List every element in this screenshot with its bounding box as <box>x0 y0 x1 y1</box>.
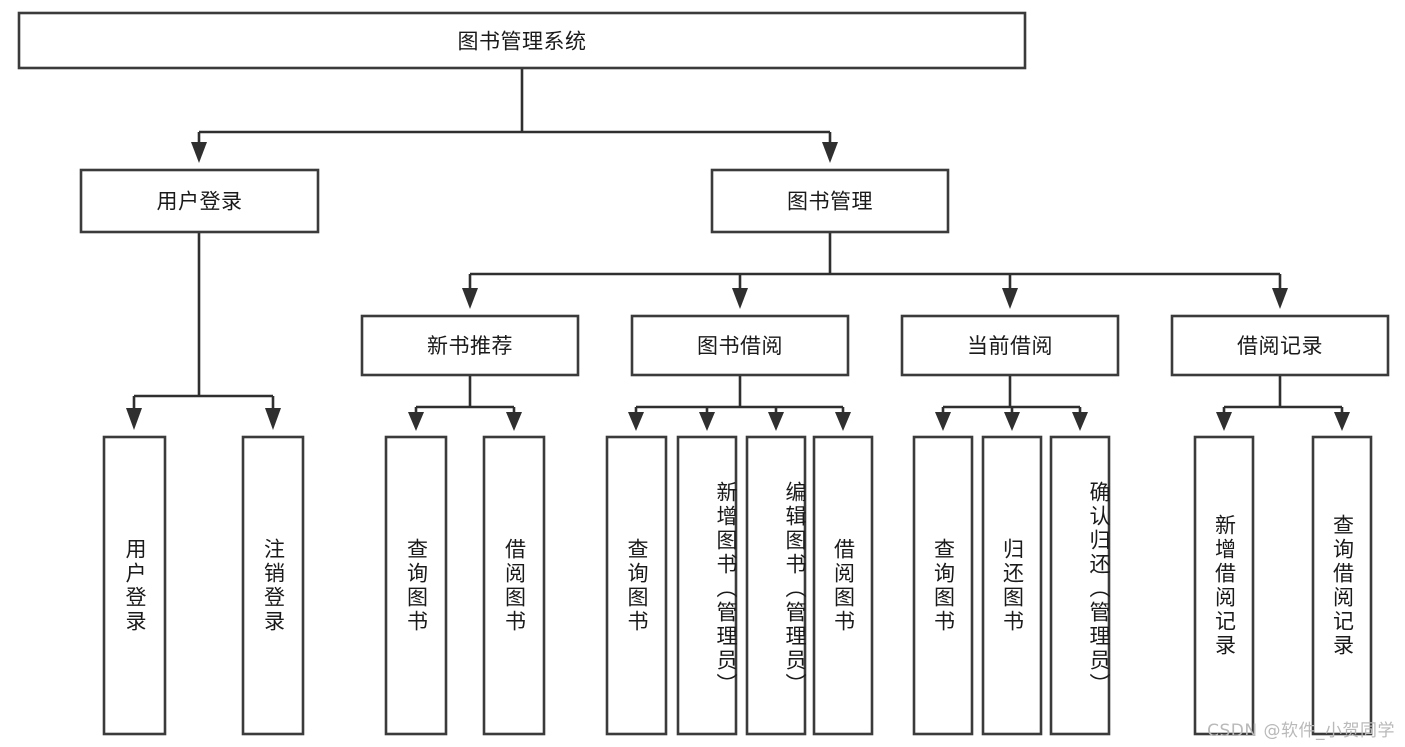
node-borrow-record-label: 借阅记录 <box>1237 334 1323 358</box>
arrowhead-leaf-query-book-rec <box>408 412 424 431</box>
node-user-login[interactable]: 用户登录 <box>79 168 320 234</box>
connector-group-borrow-record <box>1216 375 1350 431</box>
node-book-manage-label: 图书管理 <box>787 190 873 214</box>
node-current-borrow-box[interactable] <box>900 314 1120 377</box>
arrowhead-leaf-borrow-book-rec <box>506 412 522 431</box>
arrowhead-current-borrow <box>1002 288 1018 309</box>
leaf-box-query-record[interactable] <box>1311 435 1373 736</box>
connector-group-new-book-rec <box>408 375 522 431</box>
arrowhead-user-login <box>191 142 207 163</box>
node-new-book-rec-label: 新书推荐 <box>427 334 513 358</box>
node-book-borrow-box[interactable] <box>630 314 850 377</box>
leaf-box-user-login[interactable] <box>102 435 167 736</box>
arrowhead-leaf-borrow-book-2 <box>835 412 851 431</box>
node-book-borrow[interactable]: 图书借阅 <box>630 314 850 377</box>
arrowhead-leaf-confirm-return <box>1072 412 1088 431</box>
arrowhead-leaf-edit-book <box>768 412 784 431</box>
arrowhead-book-manage <box>822 142 838 163</box>
leaf-box-borrow-book-2[interactable] <box>812 435 874 736</box>
node-user-login-label: 用户登录 <box>157 190 243 214</box>
arrowhead-leaf-add-record <box>1216 412 1232 431</box>
leaf-box-edit-book[interactable] <box>745 435 807 736</box>
node-user-login-box[interactable] <box>79 168 320 234</box>
arrowhead-leaf-return-book <box>1004 412 1020 431</box>
connector-group-book-borrow <box>628 375 851 431</box>
arrowhead-leaf-user-login <box>126 408 142 430</box>
leaf-box-add-book[interactable] <box>676 435 738 736</box>
connector-group-current-borrow <box>935 375 1088 431</box>
node-book-borrow-label: 图书借阅 <box>697 334 783 358</box>
leaf-box-logout[interactable] <box>241 435 305 736</box>
node-book-manage-box[interactable] <box>710 168 950 234</box>
arrowhead-leaf-query-book-2 <box>628 412 644 431</box>
node-root-box[interactable] <box>17 11 1027 70</box>
leaf-box-return-book[interactable] <box>981 435 1043 736</box>
arrowhead-borrow-record <box>1272 288 1288 309</box>
node-current-borrow[interactable]: 当前借阅 <box>900 314 1120 377</box>
connector-group-user-login <box>126 232 281 430</box>
leaf-box-query-book-2[interactable] <box>605 435 668 736</box>
node-new-book-rec-box[interactable] <box>360 314 580 377</box>
arrowhead-new-book-rec <box>462 288 478 309</box>
arrowhead-leaf-query-book-3 <box>935 412 951 431</box>
leaf-box-query-book-3[interactable] <box>912 435 974 736</box>
node-root-label: 图书管理系统 <box>458 30 587 54</box>
arrowhead-leaf-add-book <box>699 412 715 431</box>
node-new-book-rec[interactable]: 新书推荐 <box>360 314 580 377</box>
connector-group-book-manage <box>462 232 1288 309</box>
csdn-watermark: CSDN @软件_小贺同学 <box>1207 721 1395 741</box>
leaf-box-confirm-return[interactable] <box>1049 435 1111 736</box>
leaf-box-query-book-rec[interactable] <box>384 435 448 736</box>
node-root[interactable]: 图书管理系统 <box>17 11 1027 70</box>
arrowhead-book-borrow <box>732 288 748 309</box>
node-current-borrow-label: 当前借阅 <box>967 334 1053 358</box>
leaf-box-add-record[interactable] <box>1193 435 1255 736</box>
arrowhead-leaf-logout <box>265 408 281 430</box>
node-borrow-record-box[interactable] <box>1170 314 1390 377</box>
leaf-box-group <box>102 435 1373 736</box>
arrowhead-leaf-query-record <box>1334 412 1350 431</box>
connector-group-root <box>191 68 838 163</box>
node-book-manage[interactable]: 图书管理 <box>710 168 950 234</box>
node-borrow-record[interactable]: 借阅记录 <box>1170 314 1390 377</box>
leaf-box-borrow-book-rec[interactable] <box>482 435 546 736</box>
